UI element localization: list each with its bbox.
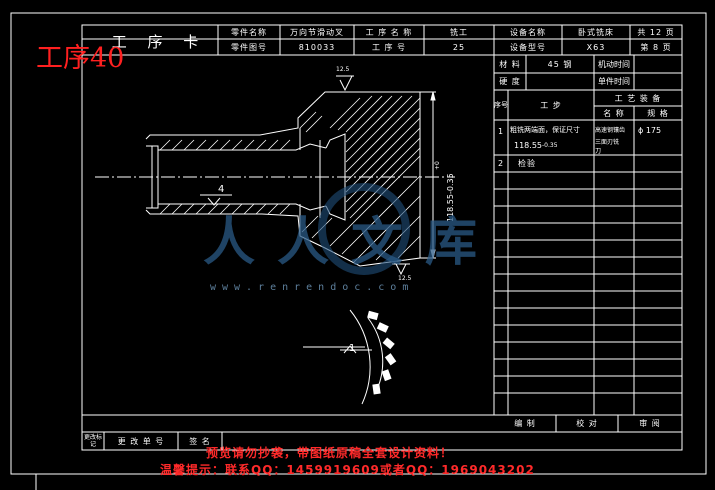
process-no-label: 工 序 号	[371, 42, 407, 52]
seq-header: 序号	[494, 100, 508, 109]
tool-spec-header: 规 格	[647, 108, 669, 118]
dimension-prefix: +0	[434, 161, 441, 170]
surface-finish-top: 12.5	[336, 66, 350, 73]
watermark-url: www.renrendoc.com	[210, 282, 415, 293]
step-2-seq: 2	[497, 159, 505, 168]
step-1-dimension: 118.55-0.35	[514, 141, 558, 150]
page-no: 第 8 页	[640, 42, 672, 52]
part-name-label: 零件名称	[231, 27, 267, 37]
section-label-1: 1	[349, 343, 356, 354]
step-1-tool-line2: 三面刃铣	[595, 138, 620, 146]
compile-label: 编 制	[514, 419, 536, 428]
warning-line-1: 预览请勿抄袭，带图纸原稿全套设计资料！	[206, 446, 454, 460]
card-title: 工 序 卡	[111, 32, 207, 51]
unit-time-label: 单件时间	[598, 77, 630, 86]
process-name-value: 铣工	[450, 27, 468, 37]
surface-finish-bottom: 12.5	[398, 275, 412, 282]
step-1-seq: 1	[497, 126, 505, 136]
check-label: 校 对	[576, 419, 598, 428]
review-label: 审 阅	[639, 419, 661, 428]
step-1-tool-line1: 高速钢镶齿	[595, 126, 626, 134]
process-title: 工序40	[36, 43, 125, 74]
drawing-no-label: 零件图号	[231, 42, 267, 52]
change-mark-label: 更改标记	[83, 434, 102, 448]
section-label-4: 4	[218, 184, 225, 195]
total-pages: 共 12 页	[637, 27, 675, 37]
material-label: 材 料	[499, 59, 521, 69]
inner-frame	[81, 24, 683, 451]
step-1-text: 粗铣两端面，保证尺寸	[510, 125, 580, 134]
outer-frame	[10, 12, 707, 475]
equipment-name-value: 卧式铣床	[578, 27, 614, 37]
equipment-model-value: X63	[586, 42, 606, 52]
change-doc-label: 更 改 单 号	[117, 436, 165, 446]
hardness-label: 硬 度	[499, 77, 521, 86]
step-1-spec: ϕ 175	[638, 125, 662, 135]
machine-time-label: 机动时间	[598, 59, 630, 69]
equipment-model-label: 设备型号	[510, 42, 546, 52]
drawing-no-value: 810033	[298, 42, 336, 52]
step-2-text: 检验	[518, 159, 536, 168]
process-name-label: 工 序 名 称	[365, 27, 413, 37]
material-value: 45 钢	[547, 59, 573, 69]
step-header: 工 步	[540, 100, 562, 110]
equipment-name-label: 设备名称	[510, 27, 546, 37]
step-1-tool-line3: 刀	[595, 148, 602, 155]
equipment-header: 工 艺 装 备	[614, 93, 662, 103]
part-name-value: 万向节滑动叉	[290, 27, 344, 37]
tool-name-header: 名 称	[603, 108, 625, 118]
warning-line-2: 温馨提示：联系QQ：1459919609或者QQ：1969043202	[160, 463, 535, 477]
process-no-value: 25	[452, 42, 466, 52]
watermark-text: 人人文库	[203, 212, 500, 273]
watermark-logo-icon	[318, 183, 410, 275]
sign-label: 签 名	[189, 436, 211, 446]
